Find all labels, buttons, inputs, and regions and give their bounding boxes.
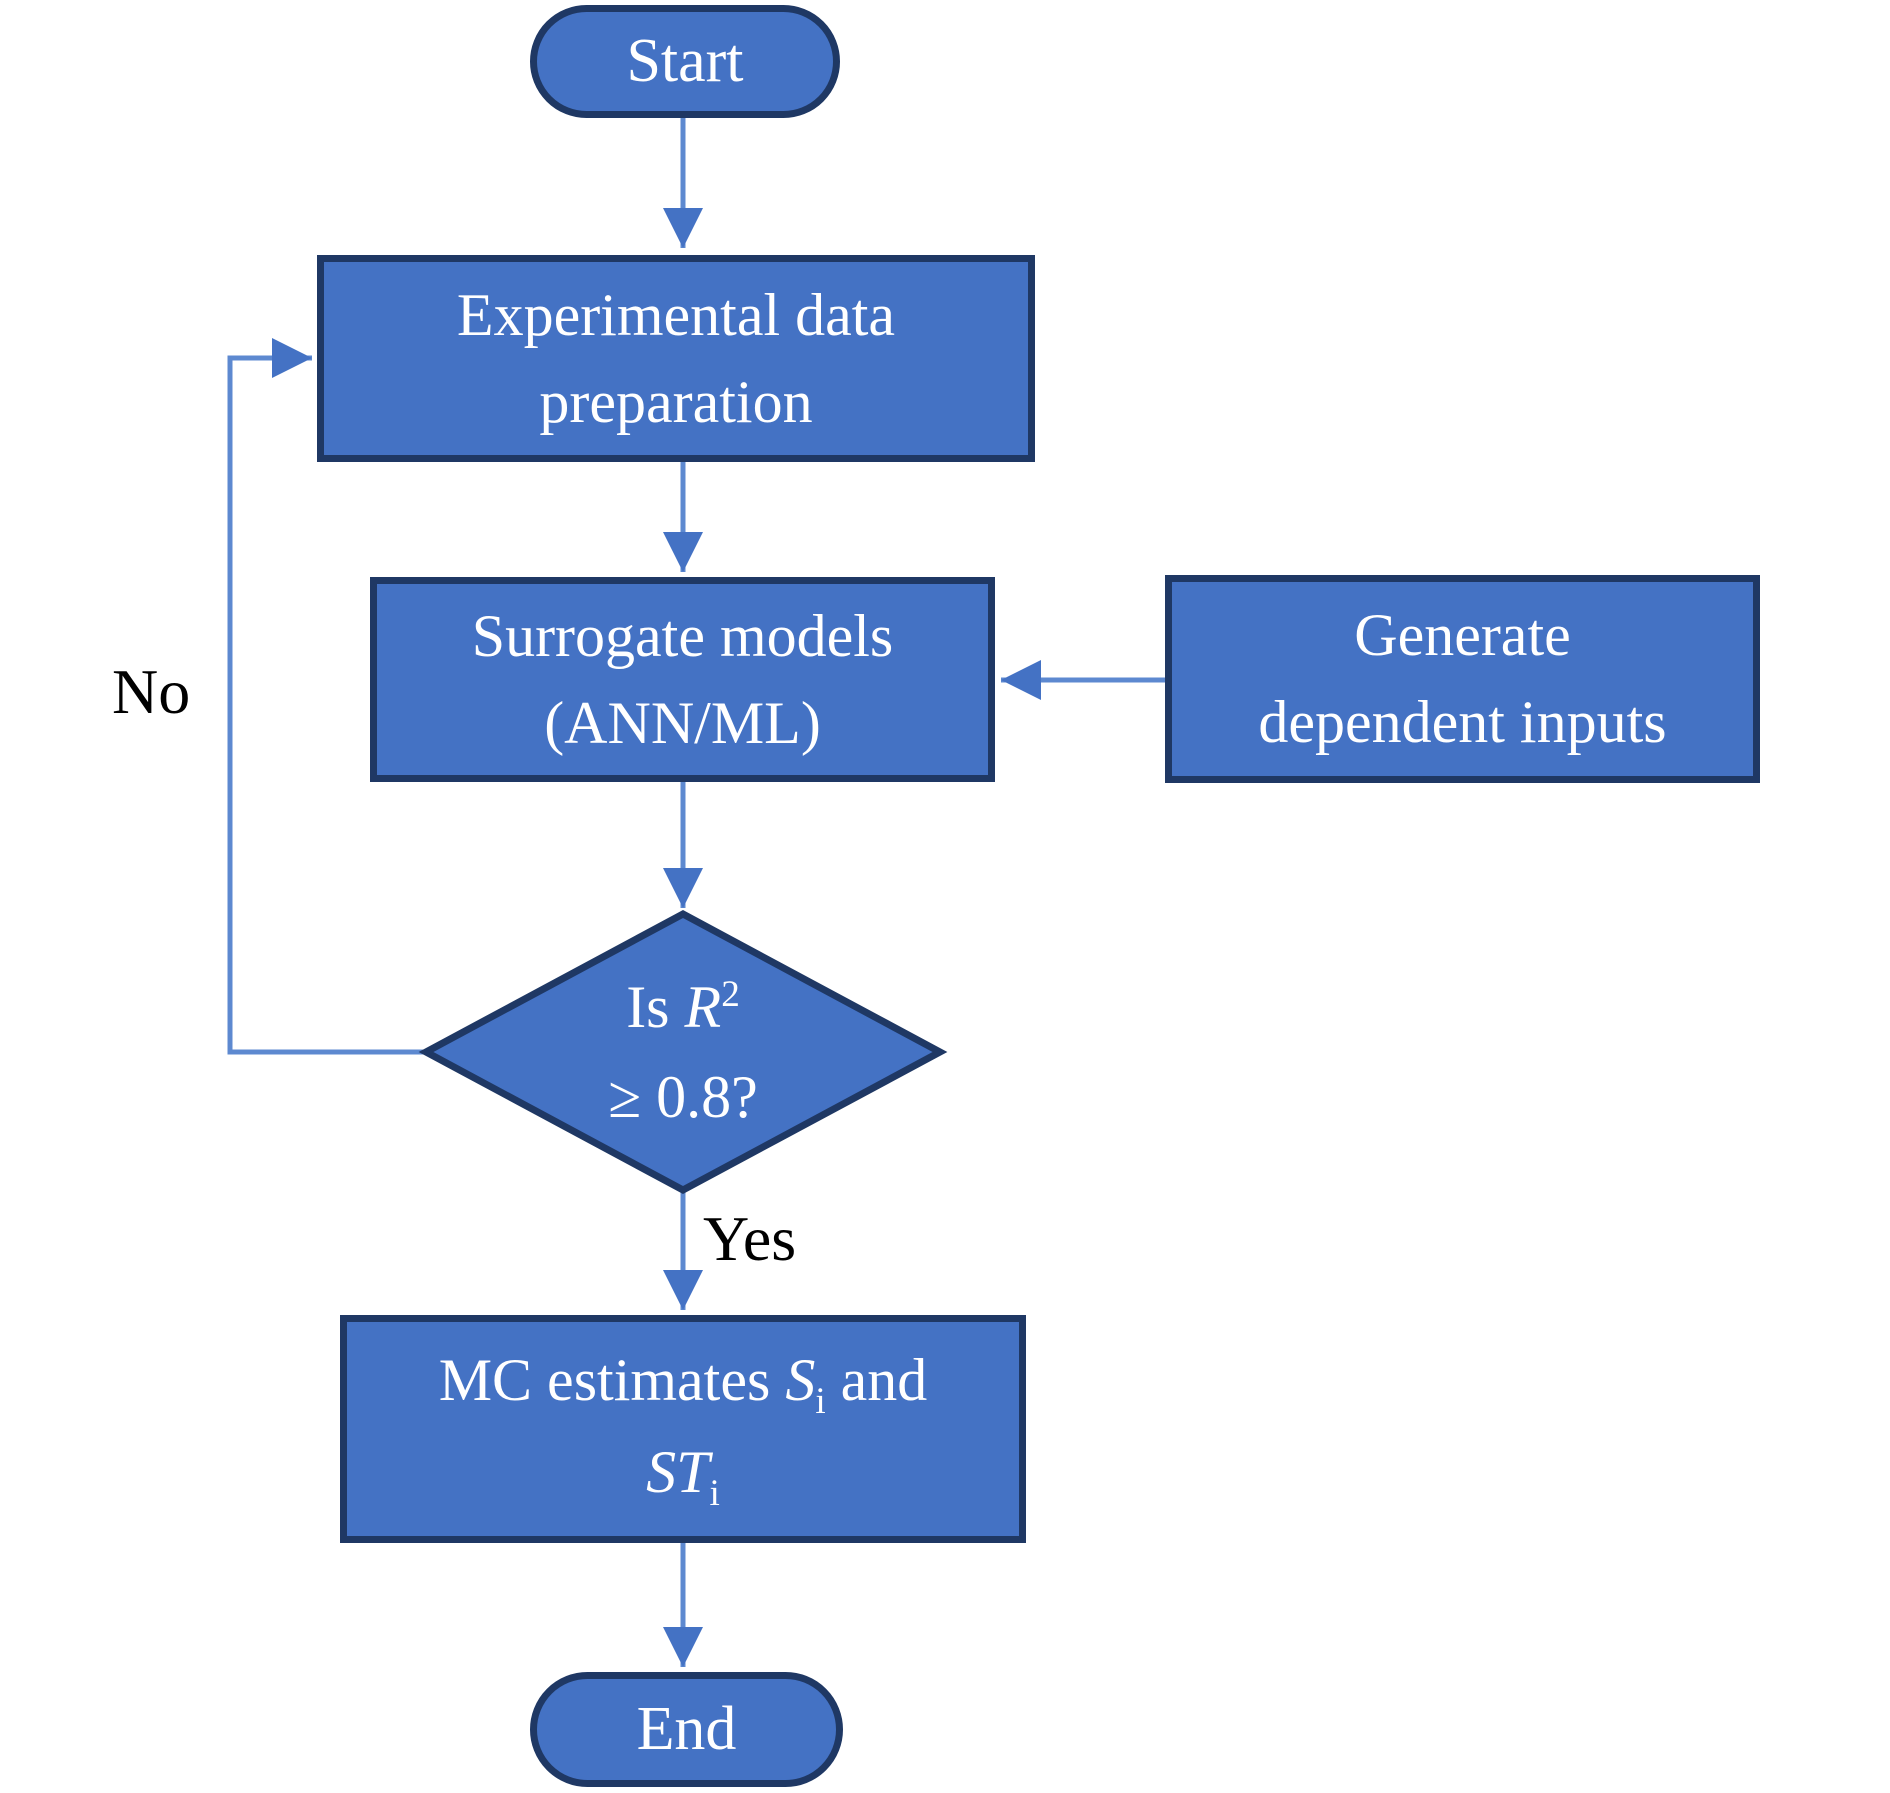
experimental-data-preparation-node: Experimental data preparation xyxy=(317,255,1035,462)
no-edge-label: No xyxy=(112,656,191,727)
end-node: End xyxy=(530,1672,843,1787)
decision-node-text: Is R2 ≥ 0.8? xyxy=(426,914,940,1190)
start-node: Start xyxy=(530,5,840,118)
start-label: Start xyxy=(626,26,744,95)
experimental-data-preparation-label: Experimental data preparation xyxy=(456,281,896,435)
generate-dependent-inputs-label: Generate dependent inputs xyxy=(1258,602,1667,755)
decision-diamond-shape xyxy=(418,910,948,1194)
decision-line2: ≥ 0.8? xyxy=(608,1064,758,1130)
surrogate-models-label: Surrogate models (ANN/ML) xyxy=(471,602,894,756)
generate-dependent-inputs-node: Generate dependent inputs xyxy=(1165,575,1760,783)
surrogate-models-node: Surrogate models (ANN/ML) xyxy=(370,577,995,782)
yes-edge-label: Yes xyxy=(703,1203,797,1274)
edge-decision-no-loop xyxy=(227,338,426,1055)
decision-line1: Is R2 xyxy=(626,974,740,1040)
end-label: End xyxy=(636,1694,737,1763)
